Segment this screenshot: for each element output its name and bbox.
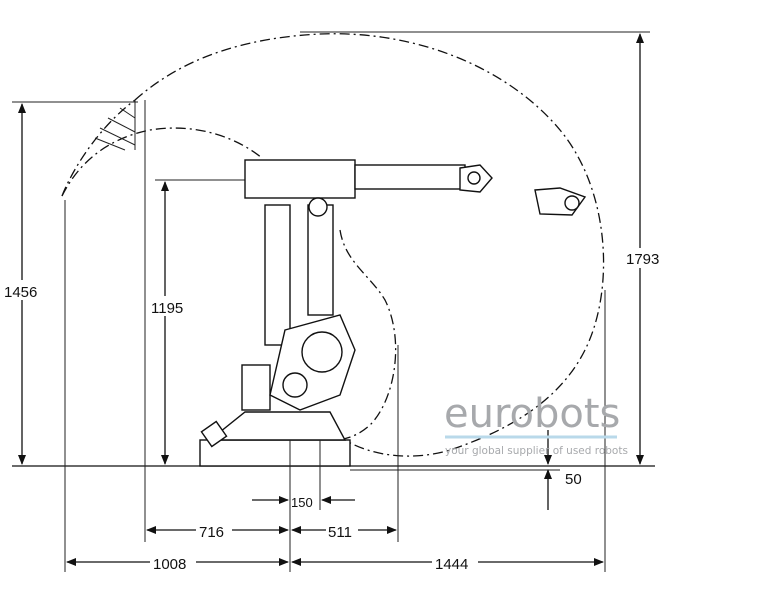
- eurobots-watermark: eurobots your global supplier of used ro…: [444, 391, 628, 457]
- extension-lines: [64, 100, 606, 572]
- hatched-zone: [94, 100, 136, 151]
- label-50: 50: [565, 471, 582, 488]
- wrist-upper-flange: [467, 171, 481, 185]
- elbow-joint: [308, 197, 328, 217]
- motor-housing: [241, 364, 271, 411]
- label-511: 511: [328, 524, 352, 541]
- base-housing: [208, 411, 347, 441]
- label-1008: 1008: [153, 556, 186, 573]
- lower-arm-right: [307, 204, 334, 316]
- upper-arm-tube: [354, 164, 466, 190]
- wrist-extended-flange: [564, 195, 580, 211]
- label-716: 716: [199, 524, 224, 541]
- robot-base: [199, 439, 351, 467]
- label-150: 150: [291, 495, 313, 510]
- label-1456: 1456: [4, 284, 37, 301]
- watermark-brand: eurobots: [444, 391, 620, 437]
- axis-1-joint: [282, 372, 308, 398]
- label-1195: 1195: [151, 300, 183, 317]
- inner-envelope-rear: [61, 127, 263, 197]
- rear-envelope-edge: [61, 99, 136, 197]
- axis-2-joint: [301, 331, 343, 373]
- outer-envelope: [134, 33, 605, 457]
- inner-envelope-front: [331, 229, 397, 441]
- label-1444: 1444: [435, 556, 468, 573]
- label-1793: 1793: [626, 251, 659, 268]
- watermark-tagline: your global supplier of used robots: [445, 445, 628, 457]
- robot-drawing: [199, 159, 587, 467]
- lower-arm-left: [264, 204, 291, 346]
- upper-arm-housing: [244, 159, 356, 199]
- cable-connector: [200, 420, 228, 448]
